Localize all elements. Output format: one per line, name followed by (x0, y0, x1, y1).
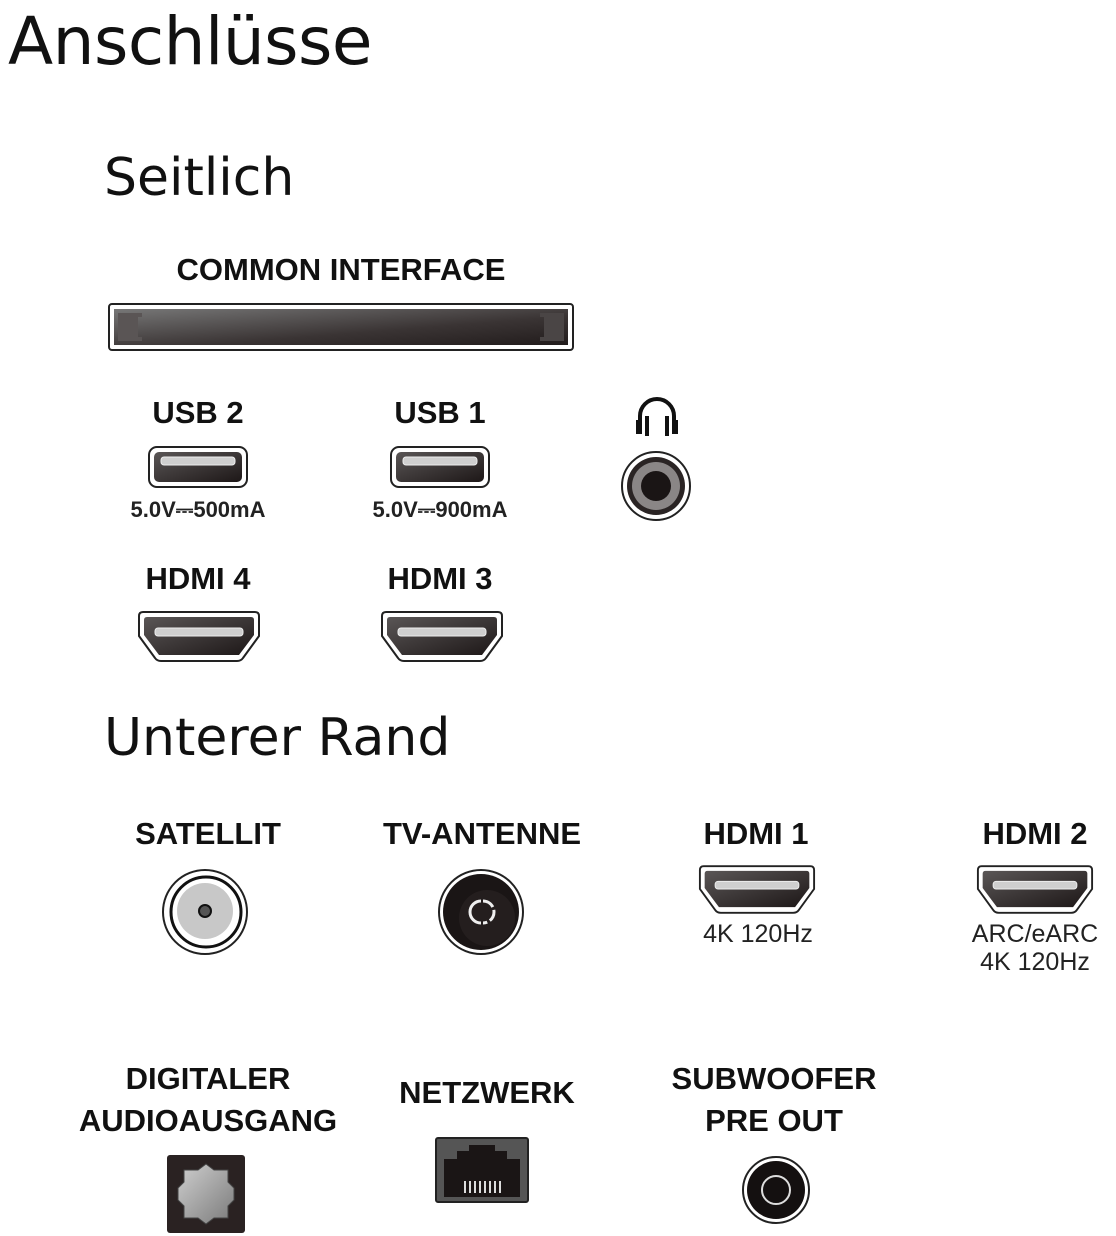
hdmi2-label: HDMI 2 (982, 816, 1088, 851)
ethernet-port-icon (435, 1137, 529, 1203)
subwoofer-label-line1: SUBWOOFER (671, 1061, 877, 1096)
hdmi1-spec: 4K 120Hz (703, 920, 813, 948)
satellite-connector-icon (161, 868, 251, 956)
subwoofer-label-line2: PRE OUT (705, 1103, 843, 1138)
section-heading-bottom: Unterer Rand (104, 708, 451, 768)
hdmi2-spec-arc: ARC/eARC (971, 920, 1099, 948)
satellite-label: SATELLIT (135, 816, 281, 851)
usb1-spec: 5.0V⎓900mA (372, 497, 508, 522)
hdmi4-label: HDMI 4 (145, 561, 251, 596)
optical-label-line2: AUDIOAUSGANG (78, 1103, 338, 1138)
hdmi3-label: HDMI 3 (387, 561, 493, 596)
common-interface-label: COMMON INTERFACE (176, 252, 506, 287)
antenna-label: TV-ANTENNE (382, 816, 582, 851)
hdmi-port-icon (976, 862, 1094, 916)
audio-jack-icon (620, 450, 692, 522)
hdmi-port-icon (698, 862, 816, 916)
optical-label-line1: DIGITALER (125, 1061, 291, 1096)
usb1-label: USB 1 (394, 395, 486, 430)
network-label: NETZWERK (399, 1075, 575, 1110)
antenna-connector-icon (437, 868, 527, 956)
optical-port-icon (166, 1154, 246, 1234)
headphone-icon (633, 394, 681, 438)
rca-jack-icon (741, 1155, 811, 1225)
section-heading-side: Seitlich (104, 148, 295, 208)
page-title: Anschlüsse (8, 3, 373, 80)
hdmi2-spec-4k: 4K 120Hz (980, 948, 1090, 976)
ci-slot-icon (108, 303, 574, 351)
hdmi-port-icon (380, 608, 504, 664)
usb-port-icon (389, 445, 491, 489)
usb2-label: USB 2 (152, 395, 244, 430)
usb-port-icon (147, 445, 249, 489)
usb2-spec: 5.0V⎓500mA (130, 497, 266, 522)
hdmi1-label: HDMI 1 (703, 816, 809, 851)
hdmi-port-icon (137, 608, 261, 664)
